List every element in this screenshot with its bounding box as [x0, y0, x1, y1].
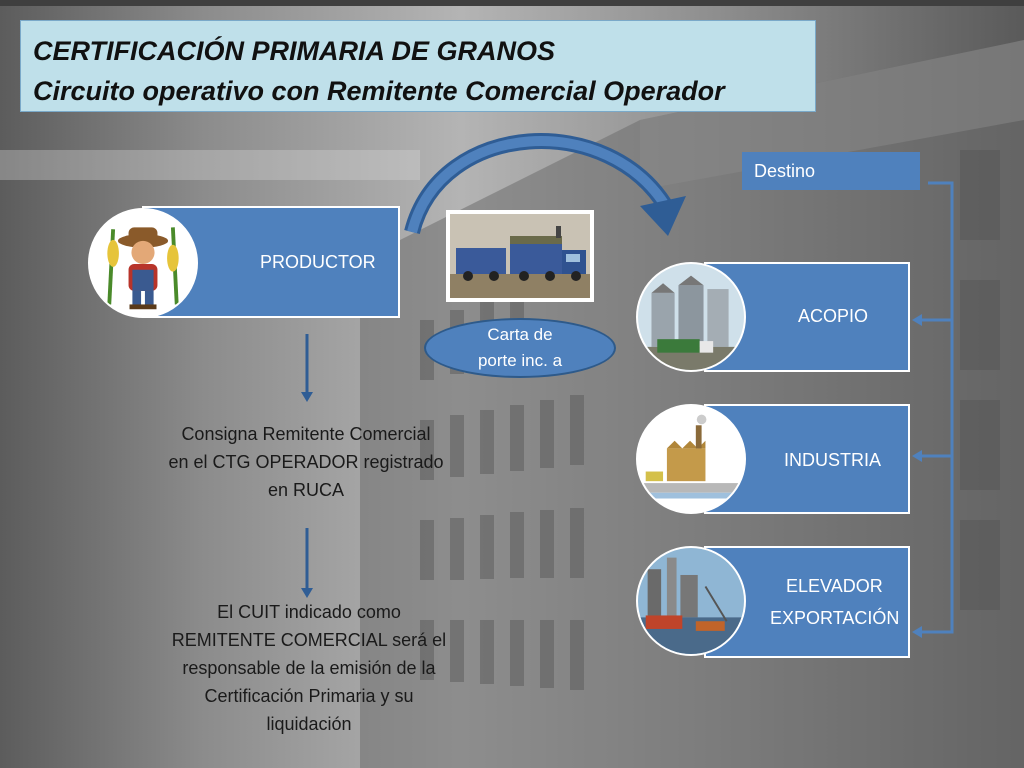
- step-2-line-1: El CUIT indicado como: [217, 602, 401, 622]
- exportacion-label: EXPORTACIÓN: [770, 608, 900, 628]
- carta-line-1: Carta de: [487, 325, 553, 344]
- step-2-line-3: responsable de la emisión de la: [182, 658, 436, 678]
- elevador-label: ELEVADOR: [786, 576, 883, 596]
- productor-label: PRODUCTOR: [260, 252, 376, 272]
- destino-header: Destino: [742, 152, 920, 190]
- port-image: [636, 546, 746, 656]
- step-1-line-2: en el CTG OPERADOR registrado: [168, 452, 444, 472]
- carta-line-2: porte inc. a: [477, 351, 563, 370]
- step-2-text: El CUIT indicado como REMITENTE COMERCIA…: [146, 598, 472, 738]
- truck-image: [446, 210, 594, 302]
- silos-image: [636, 262, 746, 372]
- step-2-line-2: REMITENTE COMERCIAL será el: [171, 630, 447, 650]
- title-box: CERTIFICACIÓN PRIMARIA DE GRANOS Circuit…: [20, 20, 816, 112]
- industria-label: INDUSTRIA: [784, 450, 882, 470]
- factory-image: [636, 404, 746, 514]
- step-2-line-5: liquidación: [266, 714, 352, 734]
- farmer-image: [88, 208, 198, 318]
- step-1-line-3: en RUCA: [267, 480, 345, 500]
- title-line-1: CERTIFICACIÓN PRIMARIA DE GRANOS: [33, 36, 556, 66]
- title-line-2: Circuito operativo con Remitente Comerci…: [33, 76, 725, 106]
- acopio-label: ACOPIO: [798, 306, 869, 326]
- step-1-line-1: Consigna Remitente Comercial: [181, 424, 431, 444]
- step-2-line-4: Certificación Primaria y su: [204, 686, 414, 706]
- carta-de-porte-ellipse: Carta de porte inc. a: [424, 318, 616, 378]
- step-1-text: Consigna Remitente Comercial en el CTG O…: [146, 420, 466, 504]
